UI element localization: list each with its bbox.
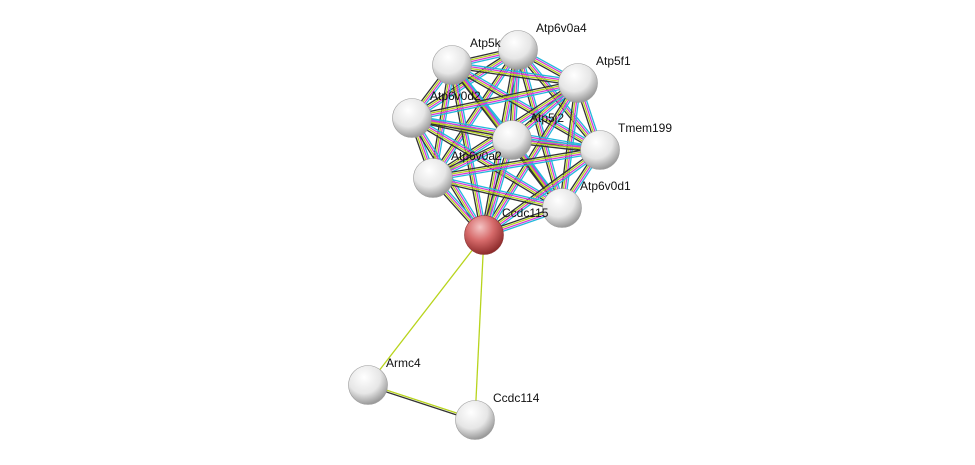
node-label-atp5j2: Atp5j2 bbox=[530, 111, 565, 125]
node-label-atp6v0a4: Atp6v0a4 bbox=[536, 21, 587, 35]
edge-database-Atp5f1-Atp6v0d2[interactable] bbox=[412, 85, 579, 122]
node-atp6v0a2[interactable] bbox=[413, 158, 453, 198]
edge-textmining-Atp5k-Atp5f1[interactable] bbox=[451, 65, 578, 85]
edge-experimental-Atp5k-Atp5f1[interactable] bbox=[452, 63, 579, 83]
edge-textmining-Tmem199-Ccdc115[interactable] bbox=[483, 148, 600, 235]
edge-database-Tmem199-Atp6v0a2[interactable] bbox=[433, 152, 601, 182]
edge-textmining-Tmem199-Atp6v0a2[interactable] bbox=[432, 148, 600, 178]
edge-database-Atp5k-Atp5f1[interactable] bbox=[452, 61, 579, 81]
node-armc4[interactable] bbox=[348, 365, 388, 405]
node-label-ccdc115: Ccdc115 bbox=[502, 206, 549, 220]
edge-coexpression-Atp5f1-Atp6v0d2[interactable] bbox=[411, 79, 578, 116]
edge-textmining-Atp5k-Tmem199[interactable] bbox=[451, 65, 600, 152]
node-label-ccdc114: Ccdc114 bbox=[493, 391, 540, 405]
edge-textmining-Atp6v0a2-Atp6v0d1[interactable] bbox=[432, 178, 562, 210]
node-label-tmem199: Tmem199 bbox=[618, 121, 673, 135]
edge-experimental-Atp5f1-Atp6v0d2[interactable] bbox=[412, 83, 579, 120]
node-label-armc4: Armc4 bbox=[386, 356, 421, 370]
edge-textmining-Ccdc115-Armc4[interactable] bbox=[367, 234, 485, 386]
edge-coexpression-Atp5k-Atp5f1[interactable] bbox=[451, 67, 578, 87]
edge-coexpression-Atp6v0a2-Atp6v0d1[interactable] bbox=[432, 179, 562, 212]
node-atp5f1[interactable] bbox=[558, 63, 598, 103]
edge-coexpression-Tmem199-Ccdc115[interactable] bbox=[482, 147, 599, 234]
edge-database-Atp5k-Tmem199[interactable] bbox=[453, 62, 602, 149]
node-atp6v0d1[interactable] bbox=[542, 188, 582, 228]
edge-experimental-Atp6v0a2-Atp6v0d1[interactable] bbox=[433, 176, 563, 208]
node-atp6v0a4[interactable] bbox=[498, 30, 538, 70]
edge-experimental-Atp5f1-Ccdc115[interactable] bbox=[484, 83, 580, 236]
edge-textmining-Atp5f1-Atp6v0d2[interactable] bbox=[411, 81, 578, 118]
node-tmem199[interactable] bbox=[580, 130, 620, 170]
edge-experimental-Tmem199-Ccdc115[interactable] bbox=[484, 150, 601, 237]
node-label-atp5k: Atp5k bbox=[470, 36, 501, 50]
node-label-atp6v0a2: Atp6v0a2 bbox=[451, 149, 502, 163]
node-atp6v0d2[interactable] bbox=[392, 98, 432, 138]
node-label-atp6v0d2: Atp6v0d2 bbox=[430, 89, 481, 103]
edge-database-Tmem199-Ccdc115[interactable] bbox=[485, 151, 602, 238]
node-label-atp6v0d1: Atp6v0d1 bbox=[580, 179, 631, 193]
node-label-atp5f1: Atp5f1 bbox=[596, 54, 631, 68]
edge-database-Atp6v0a2-Atp6v0d1[interactable] bbox=[433, 174, 563, 207]
edge-database-Atp6v0d2-Atp6v0d1[interactable] bbox=[413, 115, 564, 207]
edge-experimental-Tmem199-Atp6v0a2[interactable] bbox=[433, 150, 601, 180]
node-atp5j2[interactable] bbox=[492, 120, 532, 160]
node-ccdc115[interactable] bbox=[464, 215, 504, 255]
edge-experimental-Atp5k-Tmem199[interactable] bbox=[452, 63, 601, 150]
edge-experimental-Atp5k-Ccdc115[interactable] bbox=[452, 64, 486, 235]
edge-database-Atp6v0a4-Atp6v0a2[interactable] bbox=[434, 51, 521, 180]
node-atp5k[interactable] bbox=[432, 45, 472, 85]
node-ccdc114[interactable] bbox=[455, 400, 495, 440]
edge-coexpression-Tmem199-Atp6v0a2[interactable] bbox=[432, 146, 600, 176]
edge-textmining-Ccdc115-Ccdc114[interactable] bbox=[474, 234, 485, 421]
